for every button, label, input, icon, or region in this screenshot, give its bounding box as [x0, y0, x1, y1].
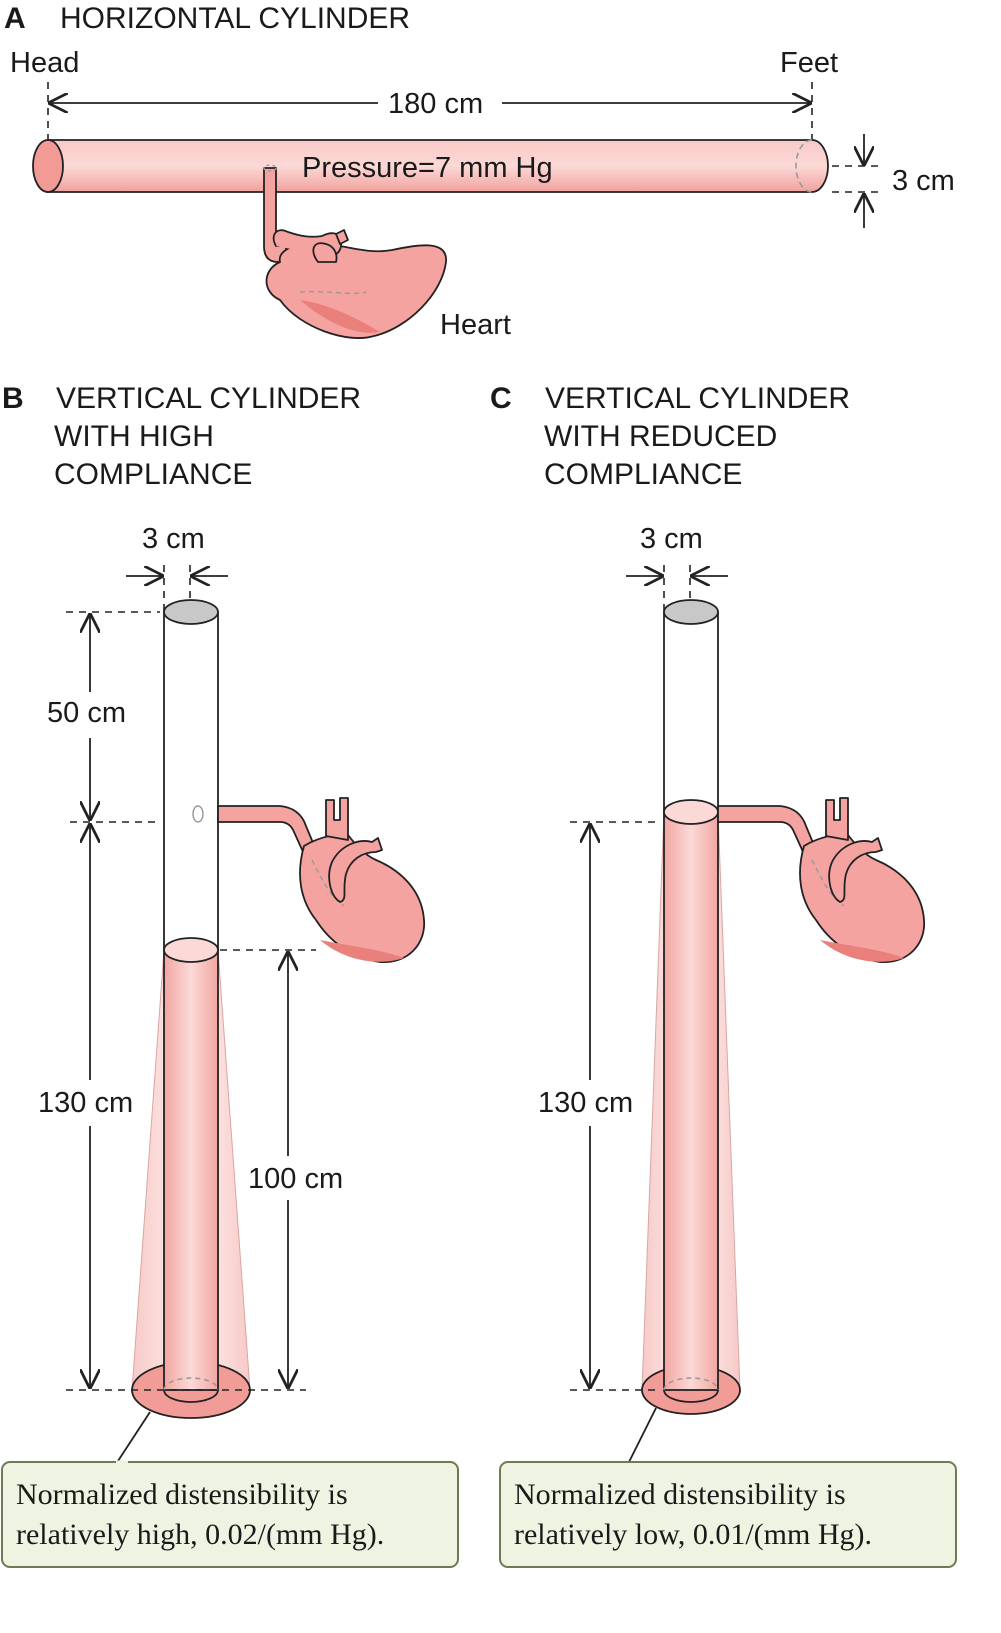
heart-c [717, 797, 925, 963]
heart-b-aorta [325, 797, 349, 841]
heart-b [192, 797, 425, 963]
heart-a-shade [300, 300, 380, 333]
panel-b-base-hidden [163, 1377, 219, 1391]
feet-label: Feet [780, 47, 838, 79]
filled-length-label-b: 100 cm [248, 1163, 343, 1195]
panel-c-base-hidden [663, 1377, 719, 1391]
length-label: 180 cm [388, 88, 483, 120]
panel-b-note-line-1: Normalized distensibility is [16, 1478, 348, 1511]
panel-b-fluid-surface [163, 937, 219, 963]
panel-c-note-line-2: relatively low, 0.01/(mm Hg). [514, 1518, 872, 1551]
panel-b-empty-tube [163, 611, 219, 951]
panel-c-title-line-2: WITH REDUCED [544, 420, 777, 453]
panel-b-top-cap [163, 599, 219, 625]
panel-c-top-cap [663, 599, 719, 625]
panel-c-empty-tube [663, 611, 719, 813]
total-length-label-c: 130 cm [538, 1087, 633, 1119]
panel-c-fluid-surface [663, 799, 719, 825]
panel-b-title-line-3: COMPLIANCE [54, 458, 252, 491]
panel-a: A HORIZONTAL CYLINDER Head Feet 180 cm P… [4, 2, 955, 341]
feet-end-hidden-edge [795, 139, 813, 193]
panel-c-note-box [499, 1461, 957, 1568]
heart-c-aorta [825, 797, 849, 841]
panel-b-note-box [1, 1461, 459, 1568]
panel-c-base-front [663, 1389, 719, 1403]
heart-c-arch [828, 837, 883, 903]
heart-b-hidden-line [311, 859, 345, 907]
panel-c-note-line-1: Normalized distensibility is [514, 1478, 846, 1511]
heart-b-vessel [217, 805, 317, 855]
head-label: Head [10, 47, 79, 79]
panel-c-filled-tube [663, 811, 719, 1391]
total-length-label-b: 130 cm [38, 1087, 133, 1119]
heart-b-shade [320, 940, 404, 962]
heart-c-shade [820, 940, 904, 962]
horizontal-cylinder [47, 139, 829, 193]
panel-a-letter: A [4, 2, 26, 35]
panel-c-title-line-1: VERTICAL CYLINDER [545, 382, 850, 415]
panel-b-filled-tube [163, 949, 219, 1391]
heart-a-branch [335, 229, 349, 245]
diameter-label-a: 3 cm [892, 165, 955, 197]
heart-label: Heart [440, 309, 511, 341]
heart-b-arch [328, 837, 383, 903]
panel-b-note-line-2: relatively high, 0.02/(mm Hg). [16, 1518, 384, 1551]
panel-c-title-line-3: COMPLIANCE [544, 458, 742, 491]
upper-length-label-b: 50 cm [47, 697, 126, 729]
heart-a-hidden-line [299, 290, 367, 295]
panel-b-title-line-2: WITH HIGH [54, 420, 214, 453]
panel-b: B VERTICAL CYLINDER WITH HIGH COMPLIANCE… [1, 382, 459, 1568]
pressure-label: Pressure=7 mm Hg [302, 152, 553, 184]
panel-b-base-front [163, 1389, 219, 1403]
panel-a-title: HORIZONTAL CYLINDER [60, 2, 410, 35]
panel-c: C VERTICAL CYLINDER WITH REDUCED COMPLIA… [490, 382, 957, 1568]
panel-c-callout-pointer [627, 1407, 657, 1465]
panel-b-title-line-1: VERTICAL CYLINDER [56, 382, 361, 415]
panel-b-letter: B [2, 382, 24, 415]
diameter-label-b: 3 cm [142, 523, 205, 555]
head-end-cap [32, 139, 64, 193]
heart-a [263, 164, 447, 339]
panel-c-letter: C [490, 382, 512, 415]
diameter-label-c: 3 cm [640, 523, 703, 555]
heart-c-hidden-line [811, 859, 845, 907]
heart-b-vessel-opening [192, 805, 204, 823]
heart-a-vessel-opening [263, 164, 277, 172]
heart-c-vessel [717, 805, 817, 855]
panel-b-callout-pointer [115, 1411, 151, 1465]
heart-a-arch [312, 242, 338, 263]
